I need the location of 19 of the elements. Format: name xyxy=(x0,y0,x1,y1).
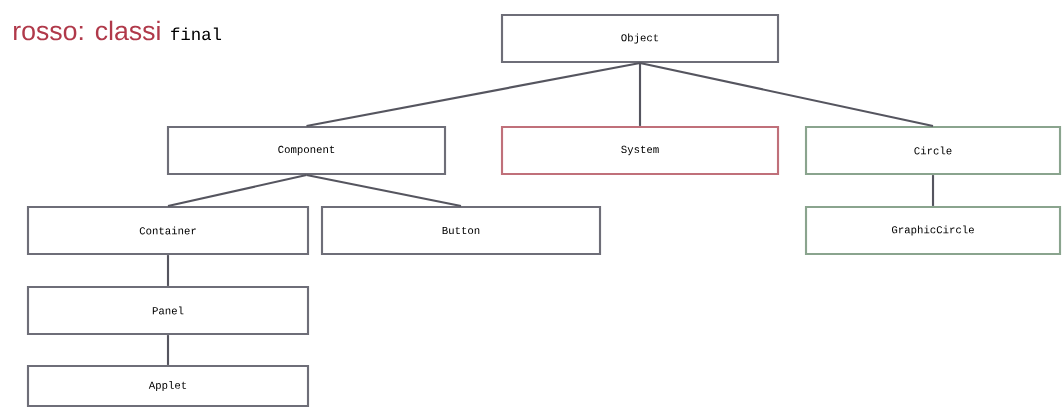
class-box: Container xyxy=(26,205,310,256)
connector-line xyxy=(931,175,935,206)
code-text: final xyxy=(171,27,222,41)
legend-text: rosso: classi xyxy=(14,20,160,41)
connector-line xyxy=(639,62,934,127)
connector-line xyxy=(166,255,170,286)
class-box: System xyxy=(500,125,780,176)
class-box: Object xyxy=(500,13,780,64)
connector-line xyxy=(166,335,170,365)
class-box: Applet xyxy=(26,364,310,408)
connector-line xyxy=(638,63,642,126)
connector-line xyxy=(306,62,641,127)
class-box: GraphicCircle xyxy=(804,205,1062,256)
class-box: Component xyxy=(166,125,447,176)
class-box: Button xyxy=(320,205,602,256)
connector-line xyxy=(167,174,307,207)
class-box: Circle xyxy=(804,125,1062,176)
connector-line xyxy=(306,174,462,207)
class-box: Panel xyxy=(26,285,310,336)
